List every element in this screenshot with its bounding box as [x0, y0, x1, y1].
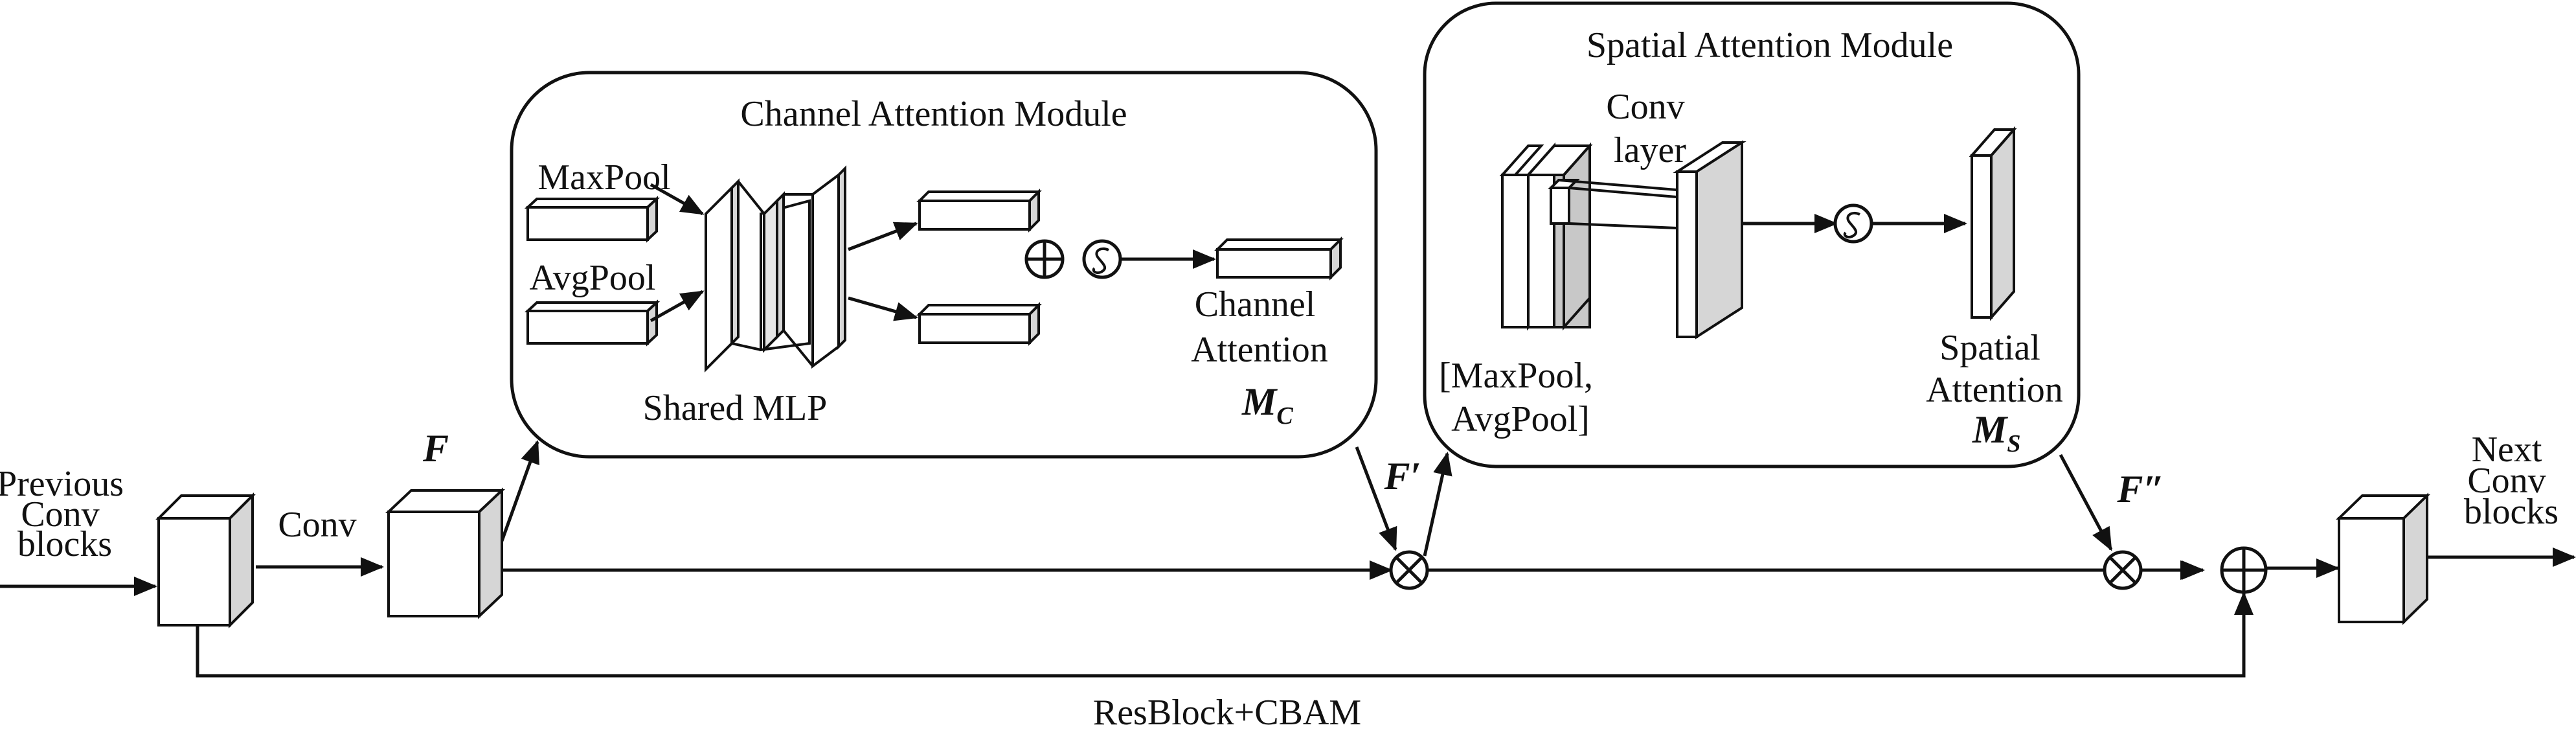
shared-mlp-layers: [705, 165, 846, 373]
f-prime-label: F′: [1384, 455, 1421, 498]
conv-output-map: [1673, 140, 1746, 339]
main-flow-lines: [0, 440, 2576, 678]
mlp-max-output: [916, 189, 1042, 233]
maxpool-label: MaxPool: [537, 157, 670, 198]
spatial-sigmoid-op: [1833, 203, 1873, 244]
channel-attention-label: Channel Attention: [1191, 284, 1328, 370]
channel-attention-map: [1214, 236, 1344, 281]
mlp-to-max-out-arrow: [848, 222, 918, 251]
maxpool-vector: [524, 196, 661, 243]
multiply-op-2: [2103, 550, 2143, 590]
avgpool-arrow: [650, 290, 705, 323]
diagram-caption: ResBlock+CBAM: [1093, 693, 1361, 733]
feature-map-F-block: [385, 487, 506, 619]
mlp-avg-output: [916, 302, 1042, 346]
spatial-attention-map: [1969, 126, 2017, 321]
input-label: Previous Conv blocks: [0, 464, 133, 564]
conv-layer-label: Conv layer: [1606, 87, 1693, 170]
mc-symbol: MC: [1241, 380, 1293, 430]
ms-symbol: MS: [1972, 408, 2021, 457]
prev-conv-block: [155, 492, 256, 628]
spatial-attention-module-box: [1423, 1, 2081, 468]
f-double-prime-label: F″: [2116, 468, 2164, 511]
pool-concat-label: [MaxPool, AvgPool]: [1439, 356, 1602, 439]
spatial-module-title: Spatial Attention Module: [1587, 25, 1953, 65]
avgpool-label: AvgPool: [530, 258, 656, 298]
pooled-feature-maps: [1499, 142, 1593, 331]
f-label: F: [422, 427, 449, 470]
shared-mlp-label: Shared MLP: [643, 388, 828, 428]
mlp-to-avg-out-arrow: [848, 296, 918, 321]
next-conv-block: [2336, 492, 2430, 625]
multiply-op-1: [1389, 550, 1429, 590]
avgpool-vector: [524, 299, 661, 347]
channel-module-title: Channel Attention Module: [740, 94, 1127, 134]
channel-add-op: [1024, 239, 1065, 279]
add-op-residual: [2220, 546, 2268, 594]
maxpool-arrow: [650, 183, 705, 216]
channel-attention-module-box: [510, 71, 1378, 459]
output-label: Next Conv blocks: [2464, 430, 2559, 532]
spatial-attention-label: Spatial Attention: [1926, 328, 2063, 410]
channel-sigmoid-op: [1082, 239, 1122, 279]
conv-label: Conv: [278, 505, 356, 545]
